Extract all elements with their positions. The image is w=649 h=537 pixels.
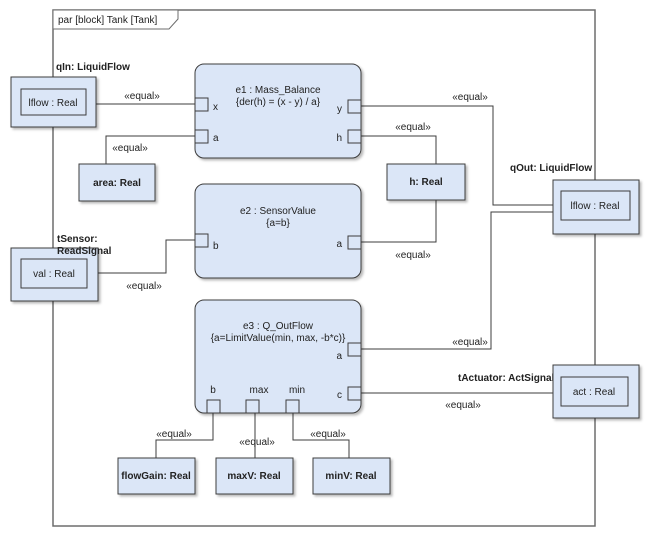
part-tsensor[interactable]: tSensor: ReadSignal val : Real <box>10 234 112 302</box>
e1-expression: {der(h) = (x - y) / a} <box>236 97 321 108</box>
param-port-max[interactable] <box>245 399 260 414</box>
param-port-a[interactable] <box>194 129 209 144</box>
property-act-label: act : Real <box>573 387 615 398</box>
param-port-h[interactable] <box>347 129 362 144</box>
part-tactuator[interactable]: tActuator: ActSignal act : Real <box>458 364 640 419</box>
equal-label: «equal» <box>156 429 192 440</box>
value-label-area: area: Real <box>93 178 141 189</box>
part-label-qout: qOut: LiquidFlow <box>510 163 592 174</box>
equal-label: «equal» <box>452 92 488 103</box>
e3-name: e3 : Q_OutFlow <box>243 321 314 332</box>
param-label-b: b <box>210 385 216 396</box>
param-port-b[interactable] <box>194 233 209 248</box>
equal-label: «equal» <box>395 122 431 133</box>
equal-label: «equal» <box>112 143 148 154</box>
param-label-a: a <box>336 351 342 362</box>
param-label-y: y <box>337 104 342 115</box>
connector-e2a-hvalue[interactable] <box>361 200 437 243</box>
connector-b-flowgain[interactable] <box>155 413 214 458</box>
param-port-c[interactable] <box>347 386 362 401</box>
part-label-qin: qIn: LiquidFlow <box>56 62 130 73</box>
part-qin[interactable]: qIn: LiquidFlow lflow : Real <box>10 62 130 128</box>
value-label-h: h: Real <box>409 177 443 188</box>
property-act[interactable] <box>560 376 629 407</box>
equal-label: «equal» <box>124 91 160 102</box>
e3-expression: {a=LimitValue(min, max, -b*c)} <box>211 333 346 344</box>
param-label-max: max <box>250 385 269 396</box>
constraint-block-e3[interactable]: e3 : Q_OutFlow {a=LimitValue(min, max, -… <box>194 299 362 414</box>
property-val-label: val : Real <box>33 269 75 280</box>
part-label-tsensor-type: ReadSignal <box>57 246 112 257</box>
value-label-maxv: maxV: Real <box>227 471 281 482</box>
value-label-flowgain: flowGain: Real <box>121 471 191 482</box>
value-property-maxv[interactable]: maxV: Real <box>215 457 294 495</box>
value-property-area[interactable]: area: Real <box>78 163 156 202</box>
frame-header: par [block] Tank [Tank] <box>58 15 158 26</box>
param-label-a: a <box>213 133 219 144</box>
param-port-min[interactable] <box>285 399 300 414</box>
equal-label: «equal» <box>395 250 431 261</box>
connector-min-minv[interactable] <box>292 413 350 458</box>
value-property-minv[interactable]: minV: Real <box>312 457 391 495</box>
property-lflow-label: lflow : Real <box>29 98 78 109</box>
param-label-a: a <box>336 239 342 250</box>
connector-tsensor-b[interactable] <box>98 239 195 274</box>
property-val[interactable] <box>20 258 88 289</box>
value-property-flowgain[interactable]: flowGain: Real <box>117 457 196 495</box>
e1-name: e1 : Mass_Balance <box>235 85 320 96</box>
equal-label: «equal» <box>452 337 488 348</box>
equal-label: «equal» <box>445 400 481 411</box>
part-label-tsensor: tSensor: <box>57 234 98 245</box>
constraint-block-e2[interactable]: e2 : SensorValue {a=b} b a <box>194 183 362 279</box>
connector-area-a[interactable] <box>105 135 195 164</box>
connector-e3a-qout[interactable] <box>361 211 555 350</box>
property-lflow[interactable] <box>20 88 87 116</box>
param-port-x[interactable] <box>194 97 209 112</box>
param-port-b[interactable] <box>206 399 221 414</box>
part-label-tactuator: tActuator: ActSignal <box>458 373 555 384</box>
param-label-b: b <box>213 241 219 252</box>
connector-labels: «equal» «equal» «equal» «equal» «equal» … <box>112 91 488 448</box>
connector-h-hvalue[interactable] <box>361 135 437 164</box>
connector-y-qout[interactable] <box>361 105 555 206</box>
param-label-c: c <box>337 390 342 401</box>
property-lflow-label: lflow : Real <box>571 201 620 212</box>
param-port-a[interactable] <box>347 235 362 250</box>
e2-name: e2 : SensorValue <box>240 206 316 217</box>
equal-label: «equal» <box>310 429 346 440</box>
part-qout[interactable]: qOut: LiquidFlow lflow : Real <box>510 163 640 235</box>
param-port-y[interactable] <box>347 99 362 114</box>
param-label-h: h <box>336 133 342 144</box>
param-label-min: min <box>289 385 305 396</box>
e2-expression: {a=b} <box>266 218 290 229</box>
frame-header-tab <box>52 9 179 30</box>
constraint-block-e1[interactable]: e1 : Mass_Balance {der(h) = (x - y) / a}… <box>194 63 362 159</box>
equal-label: «equal» <box>239 437 275 448</box>
equal-label: «equal» <box>126 281 162 292</box>
param-port-a[interactable] <box>347 342 362 357</box>
property-lflow[interactable] <box>560 190 631 221</box>
connectors <box>96 103 555 458</box>
value-label-minv: minV: Real <box>325 471 376 482</box>
param-label-x: x <box>213 102 218 113</box>
value-property-h[interactable]: h: Real <box>386 163 466 201</box>
